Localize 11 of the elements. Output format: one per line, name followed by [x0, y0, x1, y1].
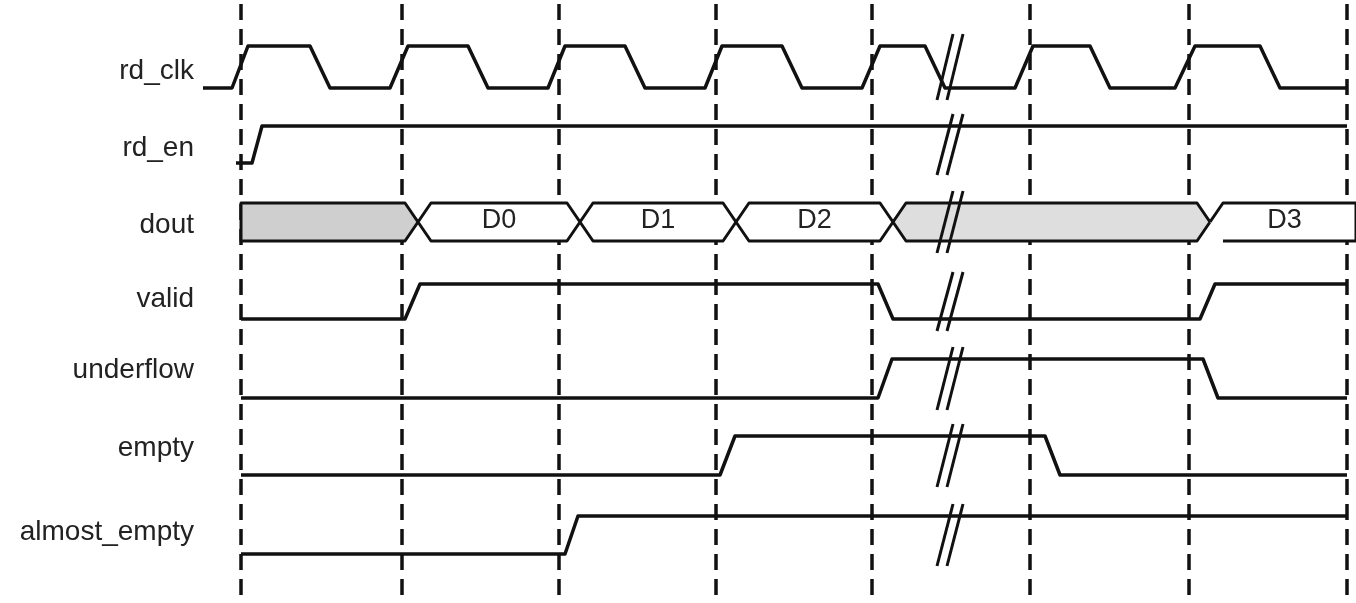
signal-name: dout — [139, 208, 194, 240]
data-value: D0 — [481, 204, 517, 234]
signal-name: rd_clk — [119, 54, 194, 86]
signal-name: valid — [136, 282, 194, 314]
signal-name: underflow — [72, 353, 194, 385]
signal-name: almost_empty — [19, 515, 194, 547]
signal-name: empty — [117, 431, 194, 463]
data-value: D2 — [797, 204, 832, 234]
signal-name: rd_en — [122, 131, 194, 163]
data-value: D3 — [1267, 204, 1302, 234]
data-value: D1 — [640, 204, 676, 234]
